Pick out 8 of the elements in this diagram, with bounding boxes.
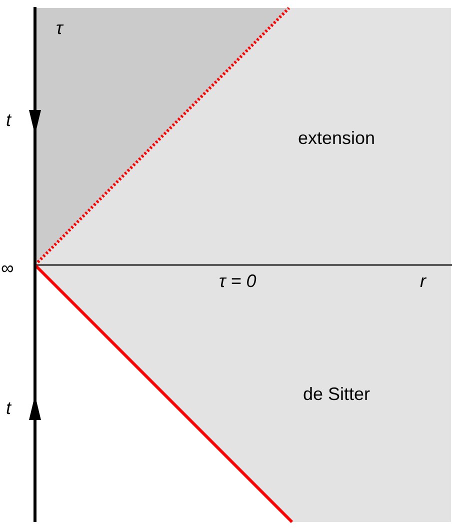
- axis-label: τ = 0: [219, 270, 256, 292]
- region-label: de Sitter: [303, 383, 370, 405]
- region-label: extension: [298, 127, 376, 149]
- axis-label: t: [6, 109, 12, 131]
- axis-label: r: [420, 270, 426, 292]
- region-label: τ: [56, 17, 63, 39]
- axis-label: ∞: [1, 257, 14, 279]
- axis-label: t: [6, 397, 12, 419]
